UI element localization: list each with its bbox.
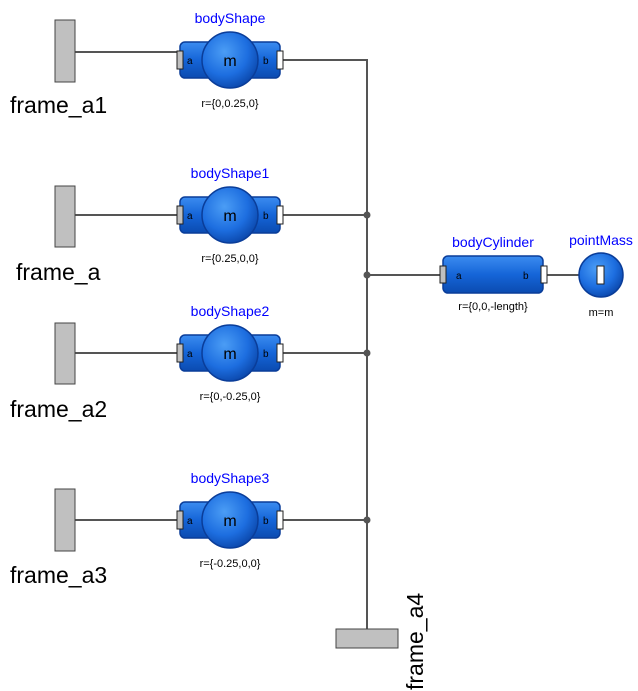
body-shape-name: bodyShape2 (191, 303, 270, 319)
body-shape-port-b[interactable] (276, 510, 284, 530)
body-shape-name: bodyShape3 (191, 470, 270, 486)
body-shape-port-b-label: b (263, 516, 269, 527)
body-shape-port-a[interactable] (176, 50, 184, 70)
body-shape-name: bodyShape1 (191, 165, 270, 181)
body-shape-sphere (201, 186, 259, 244)
body-shape-mass-letter: m (223, 513, 236, 530)
frame_a1-block[interactable] (54, 19, 76, 83)
body-shape-param: r={0.25,0,0} (201, 253, 259, 265)
bodyCylinder-port-b-label: b (523, 271, 529, 282)
body-shapes: bodyShape a b m r={0,0.25,0} bodyShape1 a b m r={… (176, 10, 284, 570)
frame_a4-block[interactable] (335, 628, 399, 649)
body-shape-component[interactable]: bodyShape a b m r={0,0.25,0} (176, 10, 284, 110)
junction-dot (363, 349, 371, 357)
bodyCylinder-component[interactable]: bodyCylinder a b r={0,0,-length} (439, 234, 548, 313)
bodyCylinder-port-a[interactable] (439, 265, 447, 284)
body-shape-port-b-label: b (263, 349, 269, 360)
body-shape-name: bodyShape (195, 10, 266, 26)
body-shape-component[interactable]: bodyShape1 a b m r={0.25,0,0} (176, 165, 284, 265)
body-shape-port-a[interactable] (176, 510, 184, 530)
body-shape-port-b-label: b (263, 56, 269, 67)
body-shape-param: r={0,0.25,0} (201, 98, 259, 110)
bodyCylinder-port-b[interactable] (540, 265, 548, 284)
frame_a-block[interactable] (54, 185, 76, 248)
junction-dot (363, 271, 371, 279)
bodyCylinder-param: r={0,0,-length} (458, 301, 528, 313)
body-shape-port-b[interactable] (276, 205, 284, 225)
body-shape-param: r={0,-0.25,0} (200, 391, 261, 403)
body-shape-port-a-label: a (187, 349, 193, 360)
junction-dot (363, 516, 371, 524)
pointMass-port[interactable] (596, 265, 605, 285)
body-shape-port-a-label: a (187, 56, 193, 67)
body-shape-port-a[interactable] (176, 343, 184, 363)
body-shape-mass-letter: m (223, 208, 236, 225)
body-shape-component[interactable]: bodyShape2 a b m r={0,-0.25,0} (176, 303, 284, 403)
frame-blocks (54, 19, 399, 649)
frame_a1-label: frame_a1 (10, 92, 107, 118)
body-shape-component[interactable]: bodyShape3 a b m r={-0.25,0,0} (176, 470, 284, 570)
pointMass-component[interactable]: pointMass m=m (569, 232, 633, 319)
bodyCylinder-name: bodyCylinder (452, 234, 534, 250)
body-shape-port-b[interactable] (276, 343, 284, 363)
wire-bodyShape-bus[interactable] (282, 59, 368, 632)
frame_a4-label: frame_a4 (402, 593, 428, 690)
body-shape-mass-letter: m (223, 53, 236, 70)
frame_a-label: frame_a (16, 259, 101, 285)
body-shape-port-b-label: b (263, 211, 269, 222)
junction-dot (363, 211, 371, 219)
junction-dots (363, 211, 371, 524)
bodyCylinder-port-a-label: a (456, 271, 462, 282)
body-shape-port-a-label: a (187, 211, 193, 222)
frame_a3-label: frame_a3 (10, 562, 107, 588)
body-shape-param: r={-0.25,0,0} (200, 558, 261, 570)
frame_a2-block[interactable] (54, 322, 76, 385)
frame_a3-block[interactable] (54, 488, 76, 552)
pointMass-name: pointMass (569, 232, 633, 248)
frame_a2-label: frame_a2 (10, 396, 107, 422)
body-shape-port-a[interactable] (176, 205, 184, 225)
body-shape-sphere (201, 31, 259, 89)
pointMass-param: m=m (589, 307, 614, 319)
body-shape-sphere (201, 324, 259, 382)
body-shape-mass-letter: m (223, 346, 236, 363)
body-shape-port-b[interactable] (276, 50, 284, 70)
body-shape-port-a-label: a (187, 516, 193, 527)
body-shape-sphere (201, 491, 259, 549)
connection-wires (75, 51, 600, 632)
